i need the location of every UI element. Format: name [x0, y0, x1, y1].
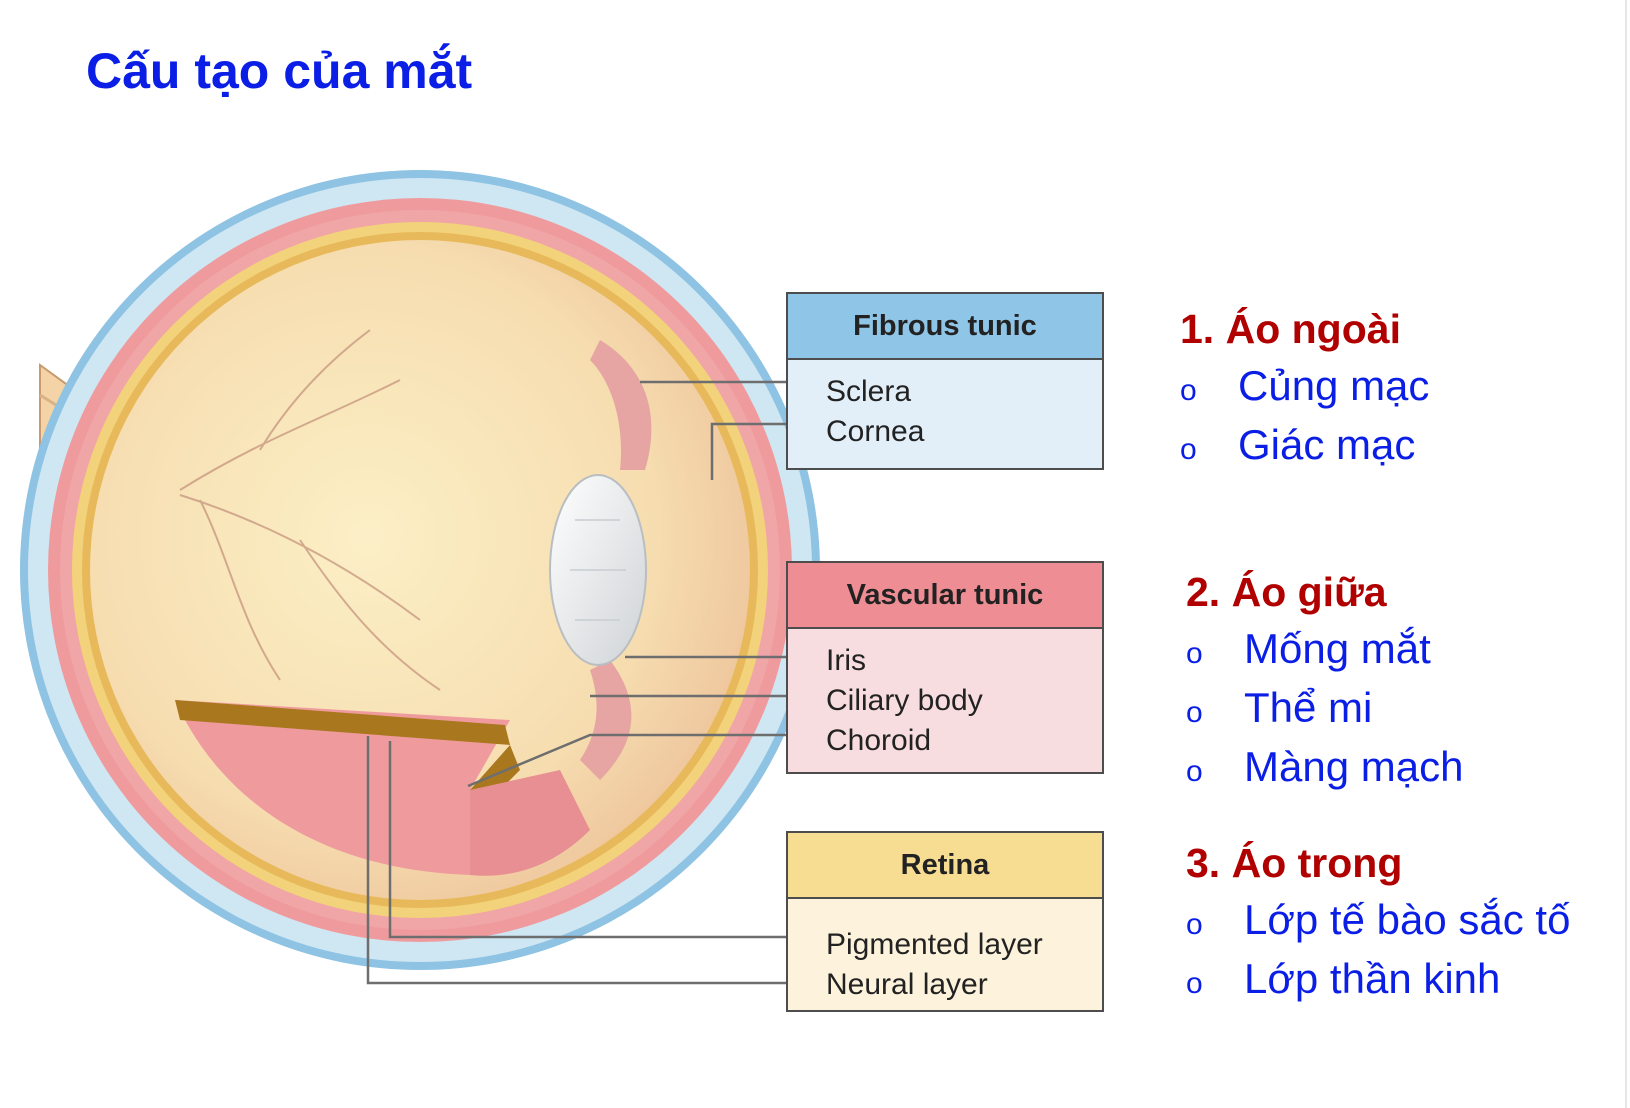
- slide-edge-divider: [1625, 0, 1627, 1108]
- neural-layer-label: Neural layer: [826, 968, 988, 1001]
- viet-item-text: Lớp thần kinh: [1244, 955, 1501, 1002]
- bullet-icon: o: [1180, 433, 1197, 466]
- cutaway-section: [175, 700, 590, 876]
- viet-list-item: o Thể mi: [1186, 681, 1463, 740]
- bullet-icon: o: [1186, 696, 1203, 729]
- viet-item-text: Mống mắt: [1244, 625, 1431, 672]
- vascular-tunic-title: Vascular tunic: [788, 563, 1102, 629]
- fibrous-tunic-title: Fibrous tunic: [788, 294, 1102, 360]
- label-leader-lines: [366, 380, 812, 985]
- viet-list-item: o Giác mạc: [1180, 418, 1429, 477]
- viet-item-text: Màng mạch: [1244, 743, 1464, 790]
- iris-ciliary-body: [580, 340, 652, 780]
- choroid-label: Choroid: [826, 724, 932, 757]
- viet-heading: 3. Áo trong: [1186, 840, 1403, 886]
- bullet-icon: o: [1186, 637, 1203, 670]
- viet-item-text: Giác mạc: [1238, 421, 1416, 468]
- ciliary-body-label: Ciliary body: [826, 684, 983, 717]
- viet-item-text: Thể mi: [1244, 684, 1373, 731]
- bullet-icon: o: [1180, 374, 1197, 407]
- viet-item-text: Củng mạc: [1238, 362, 1430, 409]
- retina-box: Retina Pigmented layer Neural layer: [786, 831, 1104, 1012]
- retinal-vessels: [179, 329, 441, 691]
- pigmented-layer-label: Pigmented layer: [826, 928, 1043, 961]
- bullet-icon: o: [1186, 967, 1203, 1000]
- bullet-icon: o: [1186, 755, 1203, 788]
- sclera-label: Sclera: [826, 375, 912, 408]
- viet-list-item: o Lớp thần kinh: [1186, 952, 1570, 1011]
- viet-list-item: o Lớp tế bào sắc tố: [1186, 893, 1570, 952]
- retina-title: Retina: [788, 833, 1102, 899]
- viet-item-text: Lớp tế bào sắc tố: [1244, 896, 1571, 943]
- viet-heading: 1. Áo ngoài: [1180, 306, 1401, 352]
- vascular-tunic-box: Vascular tunic Iris Ciliary body Choroid: [786, 561, 1104, 774]
- bullet-icon: o: [1186, 908, 1203, 941]
- viet-group-outer-tunic: 1. Áo ngoài o Củng mạc o Giác mạc: [1180, 305, 1429, 477]
- viet-heading: 2. Áo giữa: [1186, 569, 1387, 615]
- viet-group-middle-tunic: 2. Áo giữa o Mống mắt o Thể mi o Màng mạ…: [1186, 568, 1463, 799]
- iris-label: Iris: [826, 644, 866, 677]
- viet-list-item: o Củng mạc: [1180, 359, 1429, 418]
- viet-group-inner-tunic: 3. Áo trong o Lớp tế bào sắc tố o Lớp th…: [1186, 839, 1570, 1011]
- fibrous-tunic-box: Fibrous tunic Sclera Cornea: [786, 292, 1104, 470]
- viet-list-item: o Mống mắt: [1186, 622, 1463, 681]
- viet-list-item: o Màng mạch: [1186, 740, 1463, 799]
- cornea-label: Cornea: [826, 415, 925, 448]
- page-title: Cấu tạo của mắt: [86, 43, 473, 99]
